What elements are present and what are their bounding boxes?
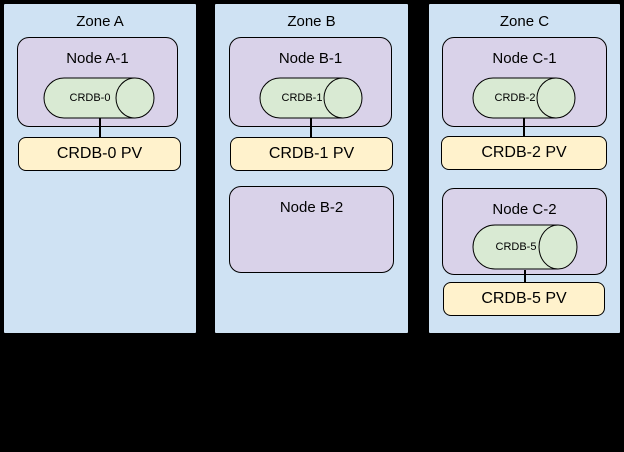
pv-crdb-5: CRDB-5 PV: [443, 282, 605, 316]
crdb-label: CRDB-1: [281, 92, 323, 104]
crdb-label: CRDB-2: [494, 92, 536, 104]
node-a-1: Node A-1 CRDB-0: [17, 37, 178, 127]
pv-label: CRDB-0 PV: [56, 145, 143, 162]
pv-crdb-1: CRDB-1 PV: [230, 137, 393, 171]
zone-a: Zone A Node A-1 CRDB-0 CRDB-0 PV: [2, 2, 198, 335]
zone-label: Zone A: [76, 13, 124, 30]
node-c-2: Node C-2 CRDB-5: [442, 188, 607, 275]
pv-label: CRDB-2 PV: [481, 144, 567, 161]
zone-label: Zone B: [287, 13, 336, 30]
node-label: Node B-1: [278, 50, 343, 67]
database-cylinder-icon: [472, 77, 576, 119]
pv-crdb-0: CRDB-0 PV: [18, 137, 181, 171]
zone-b: Zone B Node B-1 CRDB-1 CRDB-1 PV Node B-…: [213, 2, 410, 335]
connector-line: [524, 270, 526, 284]
zone-c: Zone C Node C-1 CRDB-2 CRDB-2 PV Node C-…: [427, 2, 622, 335]
crdb-label: CRDB-5: [495, 241, 537, 253]
node-label: Node C-2: [492, 201, 557, 218]
connector-line: [523, 118, 525, 138]
node-c-1: Node C-1 CRDB-2: [442, 37, 607, 127]
crdb-5-pod: CRDB-5: [472, 224, 578, 270]
node-label: Node A-1: [66, 50, 129, 67]
connector-line: [99, 118, 101, 138]
node-b-2: Node B-2: [229, 186, 394, 273]
pv-label: CRDB-1 PV: [268, 145, 355, 162]
node-label: Node C-1: [492, 50, 557, 67]
database-cylinder-icon: [472, 224, 578, 270]
crdb-label: CRDB-0: [69, 92, 111, 104]
zone-label: Zone C: [499, 13, 550, 30]
pv-crdb-2: CRDB-2 PV: [441, 136, 607, 170]
crdb-1-pod: CRDB-1: [259, 77, 363, 119]
connector-line: [310, 118, 312, 138]
database-cylinder-icon: [43, 77, 155, 119]
crdb-0-pod: CRDB-0: [43, 77, 155, 119]
database-cylinder-icon: [259, 77, 363, 119]
pv-label: CRDB-5 PV: [481, 290, 567, 307]
node-label: Node B-2: [279, 199, 344, 216]
node-b-1: Node B-1 CRDB-1: [229, 37, 392, 127]
crdb-2-pod: CRDB-2: [472, 77, 576, 119]
